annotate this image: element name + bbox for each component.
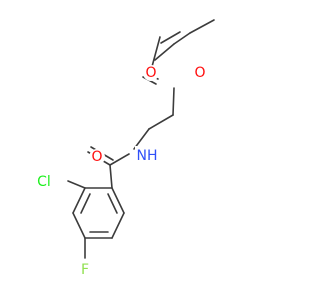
molecule-structure: O O NH O Cl F: [33, 19, 215, 278]
atom-o-amide: O: [91, 149, 102, 165]
bond-ring-cl: [67, 180, 86, 189]
bond-amide-ring: [109, 164, 113, 189]
atom-f: F: [81, 262, 89, 278]
ring-inner-1: [80, 193, 91, 214]
bonds: [67, 19, 215, 259]
atom-o-ester-ether: O: [194, 65, 205, 81]
bond-ch2-ch2: [148, 114, 174, 130]
atom-o-carbonyl: O: [145, 65, 156, 81]
ring-bond-6: [111, 187, 125, 214]
ring-bond-3: [72, 212, 86, 239]
bond-o-carbonyl: [154, 43, 175, 61]
atom-cl: Cl: [37, 174, 51, 190]
bond-ch3-ch2: [189, 19, 215, 34]
molecule-canvas: O O NH O Cl F: [33, 19, 215, 278]
ring-bond-5: [111, 212, 125, 239]
atom-nh: NH: [137, 148, 158, 164]
ring-bond-2: [72, 187, 86, 214]
bond-carbonyl-ch2: [172, 87, 175, 116]
atom-labels: O O NH O Cl F: [33, 65, 208, 278]
ring-inner-3: [107, 193, 118, 214]
bond-ch2-o: [173, 32, 191, 45]
bond-carbonyl-double-1: [160, 31, 181, 44]
bond-n-amide: [109, 153, 130, 166]
bond-ch2-n: [133, 128, 150, 150]
